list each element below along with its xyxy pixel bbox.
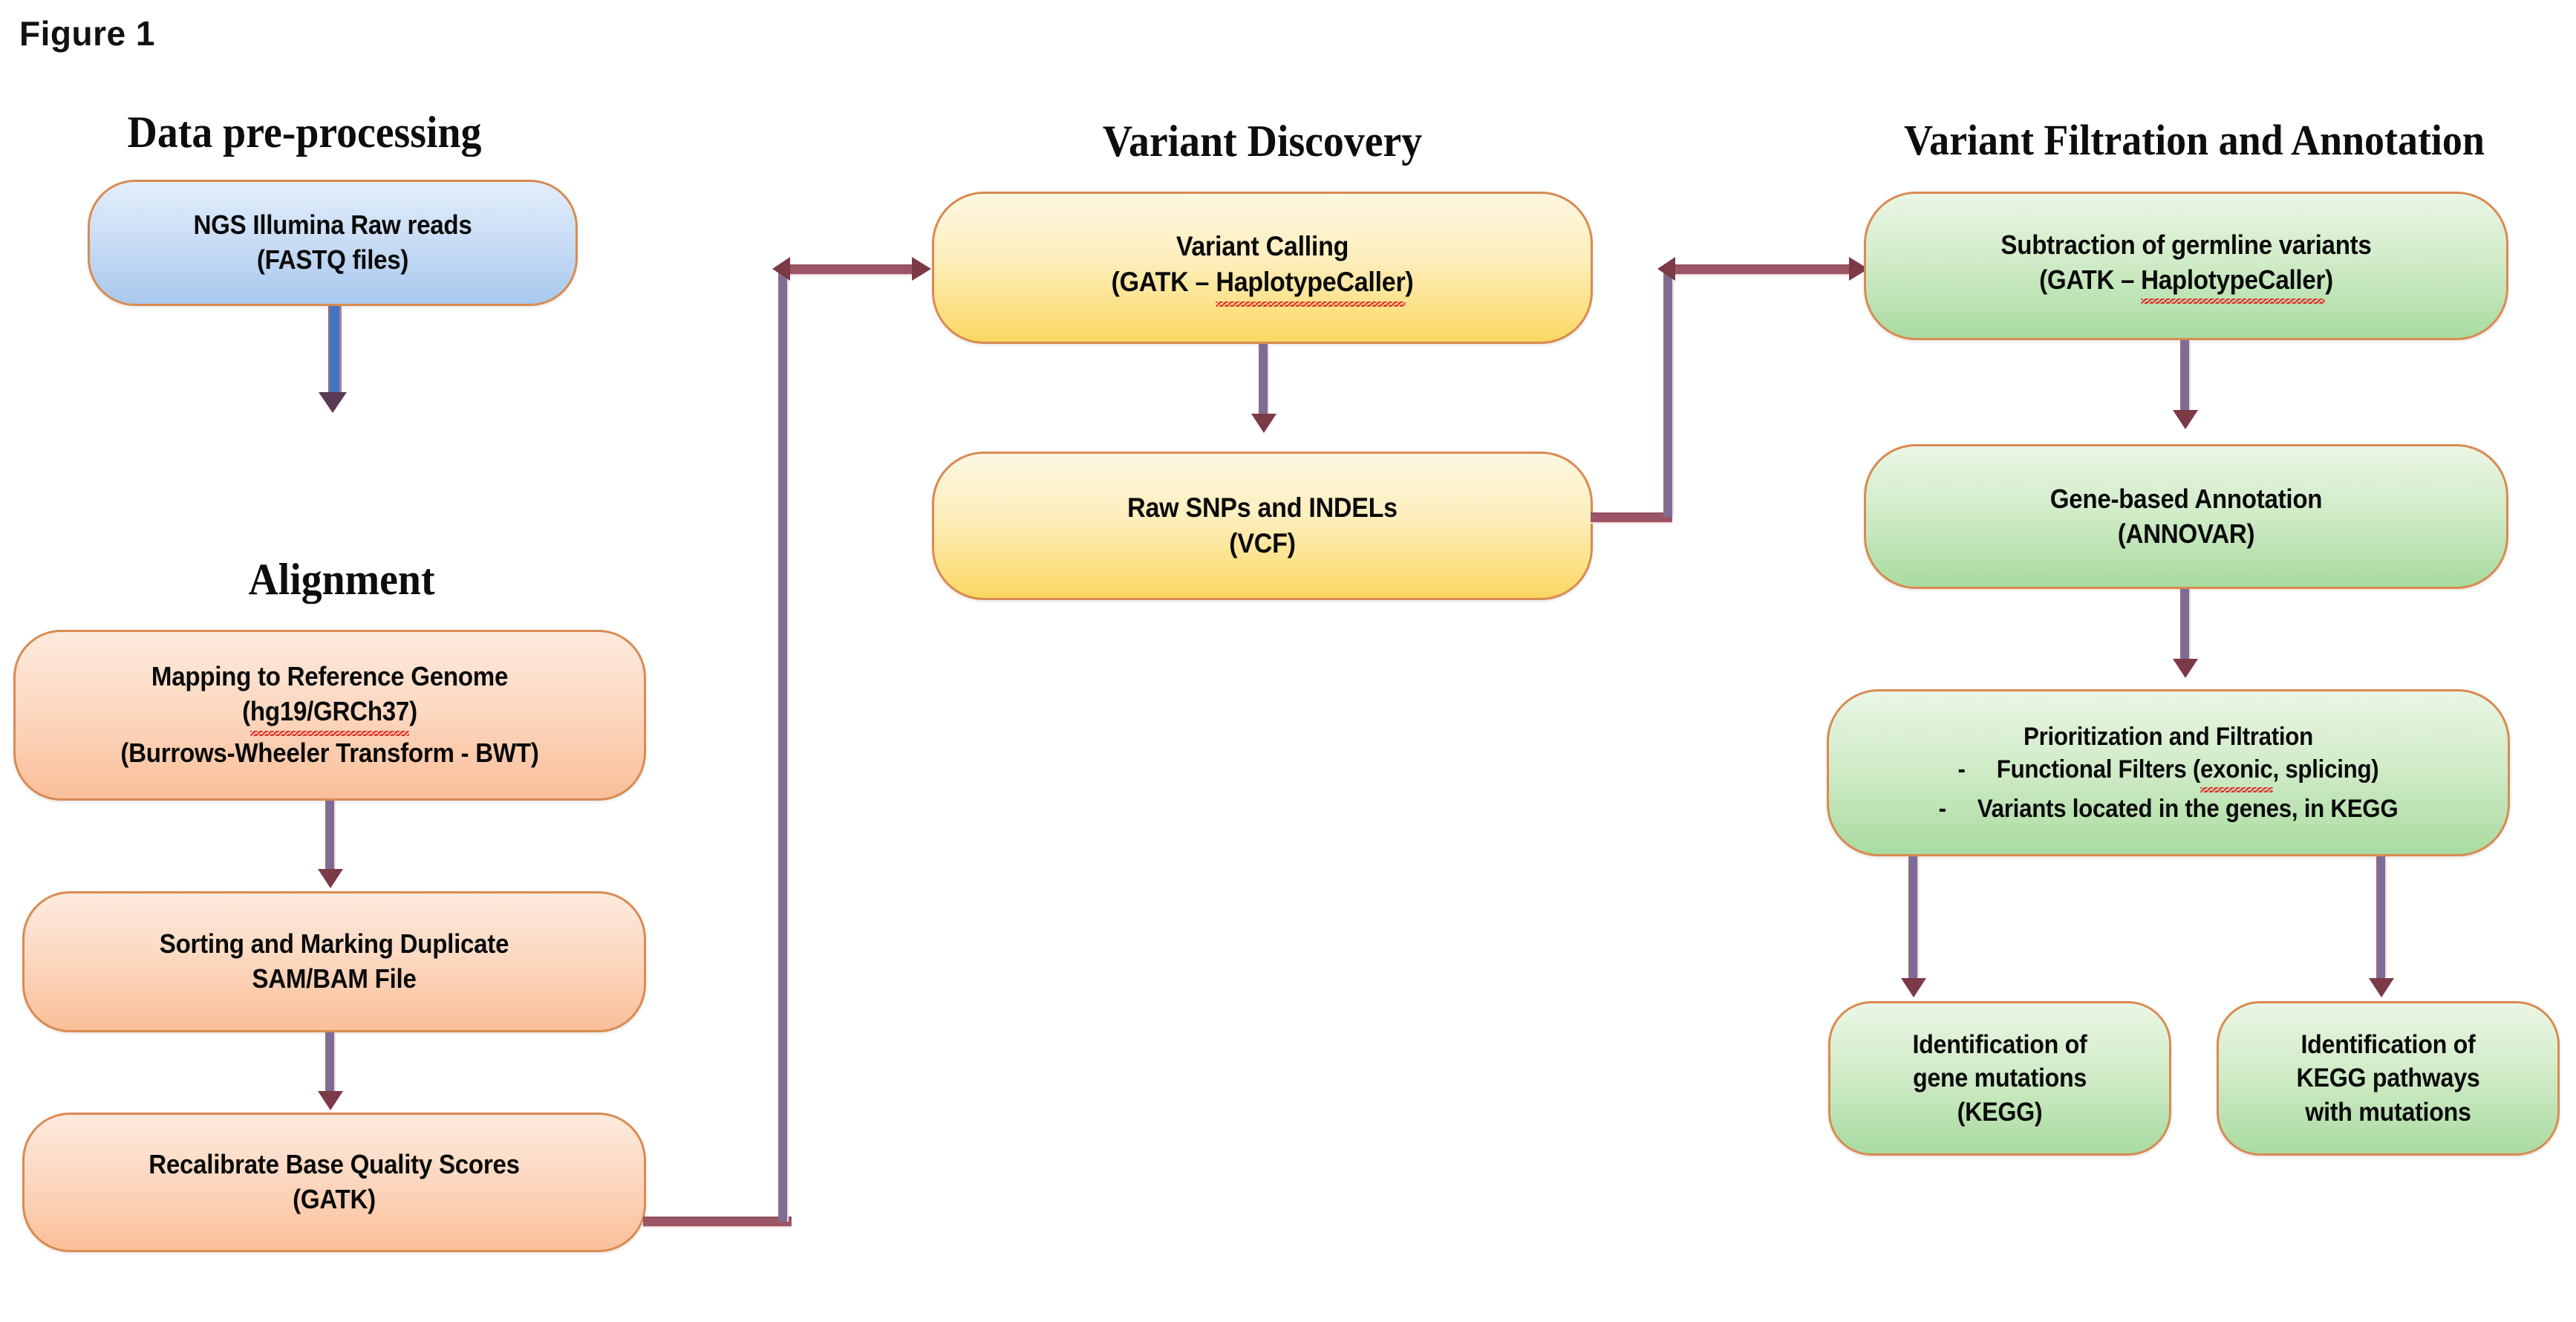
- node-recalibrate-line2: (GATK): [293, 1184, 376, 1214]
- node-variant-calling-misspelled: HaplotypeCaller: [1216, 264, 1406, 307]
- node-prioritization-bullet2: Variants located in the genes, in KEGG: [1977, 795, 2399, 824]
- node-variant-calling-line2-pre: (GATK –: [1111, 267, 1216, 297]
- node-ngs-raw-reads[interactable]: NGS Illumina Raw reads (FASTQ files): [88, 180, 578, 306]
- section-heading-variant-discovery: Variant Discovery: [1102, 117, 1423, 166]
- node-subtraction-germline-line1: Subtraction of germline variants: [2001, 229, 2372, 260]
- node-prioritization-filtration[interactable]: Prioritization and Filtration - Function…: [1827, 689, 2510, 856]
- node-identification-kegg-pathways-line1: Identification of: [2301, 1029, 2476, 1059]
- node-recalibrate[interactable]: Recalibrate Base Quality Scores (GATK): [22, 1113, 646, 1252]
- node-identification-kegg-pathways-line3: with mutations: [2305, 1097, 2471, 1127]
- node-prioritization-bullet1-pre: Functional Filters (: [1996, 755, 2201, 784]
- node-subtraction-germline-line2-pre: (GATK –: [2039, 264, 2142, 295]
- node-subtraction-germline[interactable]: Subtraction of germline variants (GATK –…: [1864, 192, 2508, 340]
- node-variant-calling-line1: Variant Calling: [1175, 230, 1349, 261]
- node-prioritization-line1: Prioritization and Filtration: [2024, 722, 2313, 751]
- node-raw-snps-indels-line2: (VCF): [1229, 528, 1296, 559]
- node-identification-gene-mutations[interactable]: Identification of gene mutations (KEGG): [1828, 1001, 2171, 1156]
- node-gene-based-annotation[interactable]: Gene-based Annotation (ANNOVAR): [1864, 444, 2508, 589]
- node-prioritization-bullet1-dash: -: [1957, 755, 1966, 784]
- node-gene-based-annotation-line1: Gene-based Annotation: [2050, 483, 2323, 514]
- node-subtraction-germline-misspelled: HaplotypeCaller: [2141, 262, 2325, 305]
- section-heading-variant-filtration: Variant Filtration and Annotation: [1904, 116, 2485, 164]
- node-sorting-marking-line1: Sorting and Marking Duplicate: [159, 928, 509, 960]
- node-mapping-reference-line1: Mapping to Reference Genome: [151, 661, 509, 692]
- node-prioritization-bullet1-post: , splicing): [2272, 755, 2379, 784]
- node-sorting-marking-line2: SAM/BAM File: [252, 963, 417, 994]
- node-prioritization-bullet2-dash: -: [1938, 795, 1946, 824]
- node-sorting-marking[interactable]: Sorting and Marking Duplicate SAM/BAM Fi…: [22, 891, 646, 1032]
- node-mapping-reference-line3: (Burrows-Wheeler Transform - BWT): [120, 737, 539, 768]
- section-heading-data-pre-processing: Data pre-processing: [127, 108, 482, 157]
- node-identification-kegg-pathways[interactable]: Identification of KEGG pathways with mut…: [2217, 1001, 2560, 1156]
- figure-label: Figure 1: [19, 14, 155, 53]
- node-mapping-reference-line2-post: ): [409, 696, 417, 727]
- node-gene-based-annotation-line2: (ANNOVAR): [2117, 518, 2255, 549]
- node-variant-calling-line2-post: ): [1405, 267, 1414, 297]
- node-variant-calling[interactable]: Variant Calling (GATK – HaplotypeCaller): [932, 192, 1593, 344]
- node-prioritization-misspelled: exonic: [2200, 752, 2273, 793]
- section-heading-alignment: Alignment: [248, 555, 435, 604]
- node-identification-kegg-pathways-line2: KEGG pathways: [2296, 1064, 2480, 1093]
- node-ngs-raw-reads-line2: (FASTQ files): [256, 244, 409, 275]
- node-identification-gene-mutations-line3: (KEGG): [1957, 1097, 2043, 1127]
- node-mapping-reference[interactable]: Mapping to Reference Genome (hg19/GRCh37…: [13, 630, 646, 801]
- node-subtraction-germline-line2-post: ): [2325, 264, 2333, 295]
- node-identification-gene-mutations-line2: gene mutations: [1912, 1064, 2087, 1093]
- node-ngs-raw-reads-line1: NGS Illumina Raw reads: [193, 209, 472, 241]
- node-mapping-reference-line2-pre: (: [242, 696, 250, 727]
- node-mapping-reference-misspelled: hg19/GRCh37: [250, 694, 409, 736]
- node-raw-snps-indels[interactable]: Raw SNPs and INDELs (VCF): [932, 452, 1593, 600]
- node-raw-snps-indels-line1: Raw SNPs and INDELs: [1127, 492, 1398, 523]
- node-recalibrate-line1: Recalibrate Base Quality Scores: [149, 1149, 520, 1180]
- node-identification-gene-mutations-line1: Identification of: [1912, 1029, 2087, 1059]
